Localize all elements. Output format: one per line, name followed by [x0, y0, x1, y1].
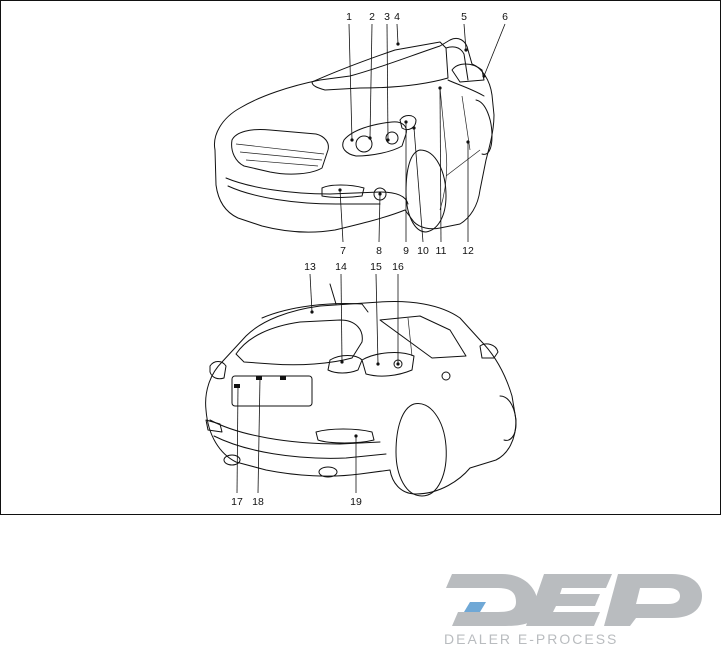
front-leader-2 — [369, 23, 373, 139]
front-leader-8 — [378, 193, 381, 243]
rear-leader-dot-19 — [354, 434, 358, 438]
rear-callout-18: 18 — [252, 496, 264, 508]
front-callout-2: 2 — [369, 11, 375, 23]
front-leader-10 — [413, 127, 424, 243]
rear-leader-13 — [309, 273, 313, 313]
front-leader-dot-8 — [378, 192, 382, 196]
front-callout-5: 5 — [461, 11, 467, 23]
front-callout-10: 10 — [417, 245, 429, 257]
front-leader-7 — [339, 189, 344, 243]
front-leader-dot-9 — [404, 120, 408, 124]
front-leader-dot-11 — [438, 86, 442, 90]
rear-leader-18 — [257, 377, 261, 494]
rear-callout-13: 13 — [304, 261, 316, 273]
rear-callout-17: 17 — [231, 496, 243, 508]
rear-callout-16: 16 — [392, 261, 404, 273]
front-leader-11 — [439, 87, 442, 243]
front-leader-3 — [386, 23, 389, 141]
rear-callout-15: 15 — [370, 261, 382, 273]
front-leader-dot-5 — [464, 48, 468, 52]
front-leader-6 — [483, 23, 506, 77]
front-leader-dot-2 — [368, 136, 372, 140]
front-callout-11: 11 — [436, 245, 447, 257]
front-callout-1: 1 — [346, 11, 352, 23]
front-leader-dot-4 — [396, 42, 400, 46]
front-view-car — [213, 37, 495, 233]
rear-leader-15 — [375, 273, 379, 365]
logo-tagline: DEALER E-PROCESS — [444, 631, 618, 647]
front-leader-dot-12 — [466, 140, 470, 144]
diagram-border — [0, 0, 721, 515]
rear-leader-14 — [340, 273, 343, 363]
front-leader-dot-1 — [350, 138, 354, 142]
dep-logo: DEALER E-PROCESS — [440, 562, 710, 648]
front-leader-dot-10 — [412, 126, 416, 130]
front-callout-4: 4 — [394, 11, 400, 23]
rear-leader-17 — [236, 385, 239, 494]
dep-logo-mark: DEALER E-PROCESS — [444, 574, 702, 647]
front-leader-4 — [396, 23, 399, 45]
rear-leader-dot-18 — [258, 376, 262, 380]
front-leader-5 — [463, 23, 467, 51]
rear-leader-dot-13 — [310, 310, 314, 314]
front-leader-1 — [348, 23, 353, 141]
front-callout-12: 12 — [462, 245, 474, 257]
rear-leader-dot-14 — [340, 360, 344, 364]
rear-leader-dot-16 — [396, 362, 400, 366]
rear-view-car — [205, 283, 517, 497]
front-leader-dot-7 — [338, 188, 342, 192]
front-leader-dot-6 — [482, 74, 486, 78]
rear-callout-14: 14 — [335, 261, 347, 273]
rear-leader-dot-17 — [236, 384, 240, 388]
front-callout-6: 6 — [502, 11, 508, 23]
front-leader-dot-3 — [386, 138, 390, 142]
front-callout-3: 3 — [384, 11, 390, 23]
rear-leader-dot-15 — [376, 362, 380, 366]
front-callout-9: 9 — [403, 245, 409, 257]
front-callout-7: 7 — [340, 245, 346, 257]
front-callout-8: 8 — [376, 245, 382, 257]
rear-callout-19: 19 — [350, 496, 362, 508]
